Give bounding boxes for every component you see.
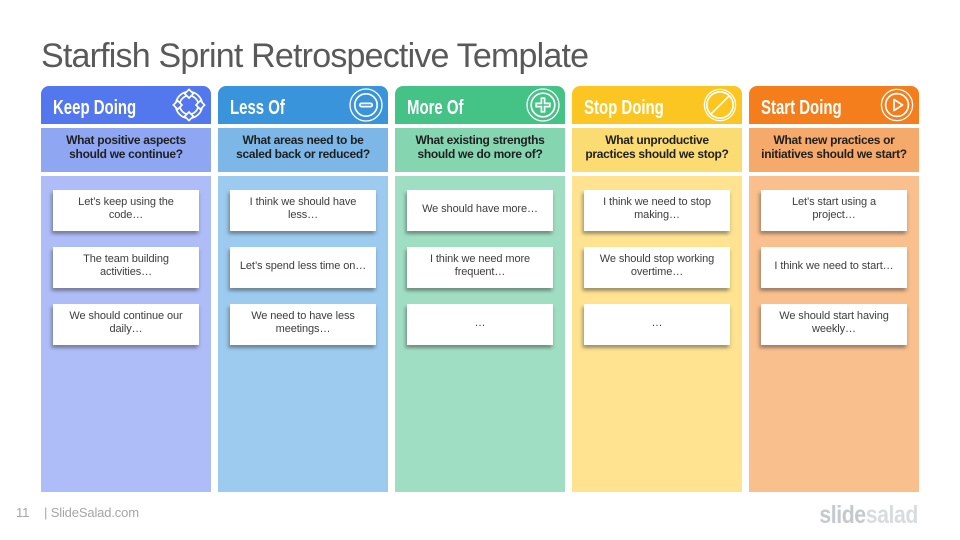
sticky-card[interactable]: I think we need to stop making… xyxy=(584,190,730,231)
prohibition-icon xyxy=(703,88,737,122)
cycle-arrows-icon xyxy=(172,88,206,122)
play-circle-icon xyxy=(880,88,914,122)
footer-brand-text: | SlideSalad.com xyxy=(44,505,139,520)
plus-circle-icon xyxy=(526,88,560,122)
column-start-doing: Start Doing What new practices or initia… xyxy=(749,86,919,492)
column-less-of: Less Of What areas need to be scaled bac… xyxy=(218,86,388,492)
sticky-card[interactable]: I think we should have less… xyxy=(230,190,376,231)
sticky-card[interactable]: I think we need more frequent… xyxy=(407,247,553,288)
column-question: What existing strengths should we do mor… xyxy=(395,128,565,172)
sticky-card[interactable]: We should start having weekly… xyxy=(761,304,907,345)
column-header-less-of: Less Of xyxy=(218,86,388,124)
column-header-stop-doing: Stop Doing xyxy=(572,86,742,124)
page-title: Starfish Sprint Retrospective Template xyxy=(41,37,589,75)
column-question: What new practices or initiatives should… xyxy=(749,128,919,172)
column-question: What positive aspects should we continue… xyxy=(41,128,211,172)
minus-circle-icon xyxy=(349,88,383,122)
retrospective-board: Keep Doing What positive aspects should … xyxy=(41,86,919,492)
column-header-start-doing: Start Doing xyxy=(749,86,919,124)
sticky-card[interactable]: Let’s spend less time on… xyxy=(230,247,376,288)
slide-footer: 11 | SlideSalad.com xyxy=(16,505,139,520)
page-number: 11 xyxy=(16,505,30,520)
sticky-card[interactable]: We should stop working overtime… xyxy=(584,247,730,288)
logo-part-slide: slide xyxy=(819,501,866,529)
column-body: I think we should have less… Let’s spend… xyxy=(218,176,388,492)
column-body: Let’s keep using the code… The team buil… xyxy=(41,176,211,492)
sticky-card[interactable]: The team building activities… xyxy=(53,247,199,288)
sticky-card[interactable]: We need to have less meetings… xyxy=(230,304,376,345)
column-keep-doing: Keep Doing What positive aspects should … xyxy=(41,86,211,492)
column-more-of: More Of What existing strengths should w… xyxy=(395,86,565,492)
sticky-card[interactable]: Let’s keep using the code… xyxy=(53,190,199,231)
column-header-more-of: More Of xyxy=(395,86,565,124)
sticky-card[interactable]: … xyxy=(584,304,730,345)
logo-part-salad: salad xyxy=(865,501,919,529)
sticky-card[interactable]: I think we need to start… xyxy=(761,247,907,288)
column-title: More Of xyxy=(407,95,464,119)
column-question: What areas need to be scaled back or red… xyxy=(218,128,388,172)
column-body: We should have more… I think we need mor… xyxy=(395,176,565,492)
column-stop-doing: Stop Doing What unproductive practices s… xyxy=(572,86,742,492)
sticky-card[interactable]: We should have more… xyxy=(407,190,553,231)
slidesalad-logo: slidesalad xyxy=(819,501,918,530)
sticky-card[interactable]: … xyxy=(407,304,553,345)
column-title: Start Doing xyxy=(761,95,842,119)
column-title: Stop Doing xyxy=(584,95,664,119)
column-body: Let’s start using a project… I think we … xyxy=(749,176,919,492)
column-body: I think we need to stop making… We shoul… xyxy=(572,176,742,492)
column-question: What unproductive practices should we st… xyxy=(572,128,742,172)
column-header-keep-doing: Keep Doing xyxy=(41,86,211,124)
sticky-card[interactable]: We should continue our daily… xyxy=(53,304,199,345)
column-title: Less Of xyxy=(230,95,285,119)
sticky-card[interactable]: Let’s start using a project… xyxy=(761,190,907,231)
column-title: Keep Doing xyxy=(53,95,137,119)
